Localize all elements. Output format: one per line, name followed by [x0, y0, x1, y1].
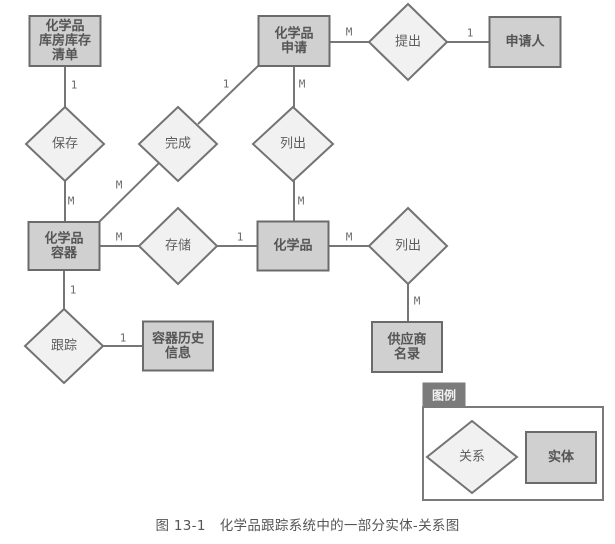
entity-box: [257, 15, 331, 67]
entity-label-line: 化学品: [274, 25, 313, 41]
relationship-label: 列出: [280, 137, 306, 152]
entity-label-line: 容器历史: [151, 330, 205, 346]
legend-relationship-symbol: [425, 419, 519, 495]
cardinality-label: M: [68, 195, 75, 208]
relationship-contains: 存储: [137, 206, 219, 286]
relationship-fulfills: 完成: [137, 105, 219, 183]
cardinality-label: 1: [120, 332, 127, 345]
entity-label-line: 供应商: [386, 331, 426, 347]
relationship-tracks: 跟踪: [23, 307, 105, 385]
cardinality-label: M: [414, 295, 421, 308]
entity-box: [142, 320, 214, 372]
cardinality-label: 1: [71, 79, 78, 92]
relationship-lists-vendor: 列出: [367, 206, 449, 286]
relationship-diamond: [23, 307, 105, 385]
entity-label-line: 申请人: [505, 34, 545, 50]
relationship-diamond: [367, 206, 449, 286]
entity-label-line: 化学品: [44, 230, 83, 246]
legend-entity-symbol: [525, 431, 597, 484]
legend-title: 图例: [432, 388, 456, 403]
legend: 图例 关系 实体: [422, 382, 604, 501]
cardinality-label: M: [116, 231, 123, 244]
relationship-label: 列出: [395, 239, 421, 254]
entity-chemical: 化学品: [256, 220, 330, 272]
figure-number: 图 13-1: [155, 518, 206, 534]
cardinality-label: M: [299, 78, 306, 91]
cardinality-label: 1: [223, 78, 230, 91]
cardinality-label: 1: [237, 231, 244, 244]
entities-layer: 化学品库房库存清单化学品申请申请人化学品容器化学品容器历史信息供应商名录: [27, 15, 562, 373]
entity-label-line: 化学品: [273, 238, 312, 254]
relationship-diamond: [367, 2, 449, 82]
relationship-stores-inventory: 保存: [24, 105, 106, 183]
connector-chemical-request-fulfills: [197, 65, 259, 125]
relationship-diamond: [137, 105, 219, 183]
entity-label-line: 库房库存: [39, 33, 91, 49]
relationship-diamond: [251, 105, 335, 183]
entity-label-line: 化学品: [45, 18, 84, 34]
cardinality-label: M: [116, 179, 123, 192]
entity-box: [371, 321, 443, 373]
relationships-layer: 保存完成提出列出存储列出跟踪: [23, 2, 449, 385]
relationship-label: 跟踪: [51, 339, 77, 354]
legend-tab: [422, 382, 466, 408]
connector-fulfills-chemical-container: [98, 162, 160, 223]
cardinality-label: M: [346, 231, 353, 244]
entity-box: [256, 220, 330, 272]
relationship-label: 保存: [52, 137, 78, 152]
entity-requester: 申请人: [488, 16, 562, 68]
entity-box: [27, 221, 101, 271]
cardinality-label: 1: [70, 284, 77, 297]
relationship-diamond: [24, 105, 106, 183]
entity-label-line: 清单: [52, 47, 78, 63]
entity-label-line: 容器: [50, 245, 78, 261]
relationship-label: 提出: [395, 34, 421, 50]
relationship-places: 提出: [367, 2, 449, 82]
entity-box: [488, 16, 562, 68]
entity-label-line: 名录: [394, 346, 420, 362]
connectors-layer: [63, 41, 490, 347]
relationship-label: 存储: [165, 239, 191, 254]
entity-label-line: 申请: [281, 40, 307, 56]
legend-relationship-label: 关系: [459, 450, 485, 465]
figure-caption: 图 13-1 化学品跟踪系统中的一部分实体-关系图: [0, 514, 615, 534]
relationship-label: 完成: [165, 137, 191, 152]
legend-entity-label: 实体: [548, 449, 575, 465]
relationship-diamond: [137, 206, 219, 286]
figure-title: 化学品跟踪系统中的一部分实体-关系图: [219, 518, 460, 534]
cardinality-label: M: [298, 195, 305, 208]
entity-box: [28, 15, 102, 67]
cardinality-label: 1: [467, 27, 474, 40]
entity-label-line: 信息: [165, 345, 191, 361]
relationship-lists-request: 列出: [251, 105, 335, 183]
cardinality-label: M: [346, 26, 353, 39]
